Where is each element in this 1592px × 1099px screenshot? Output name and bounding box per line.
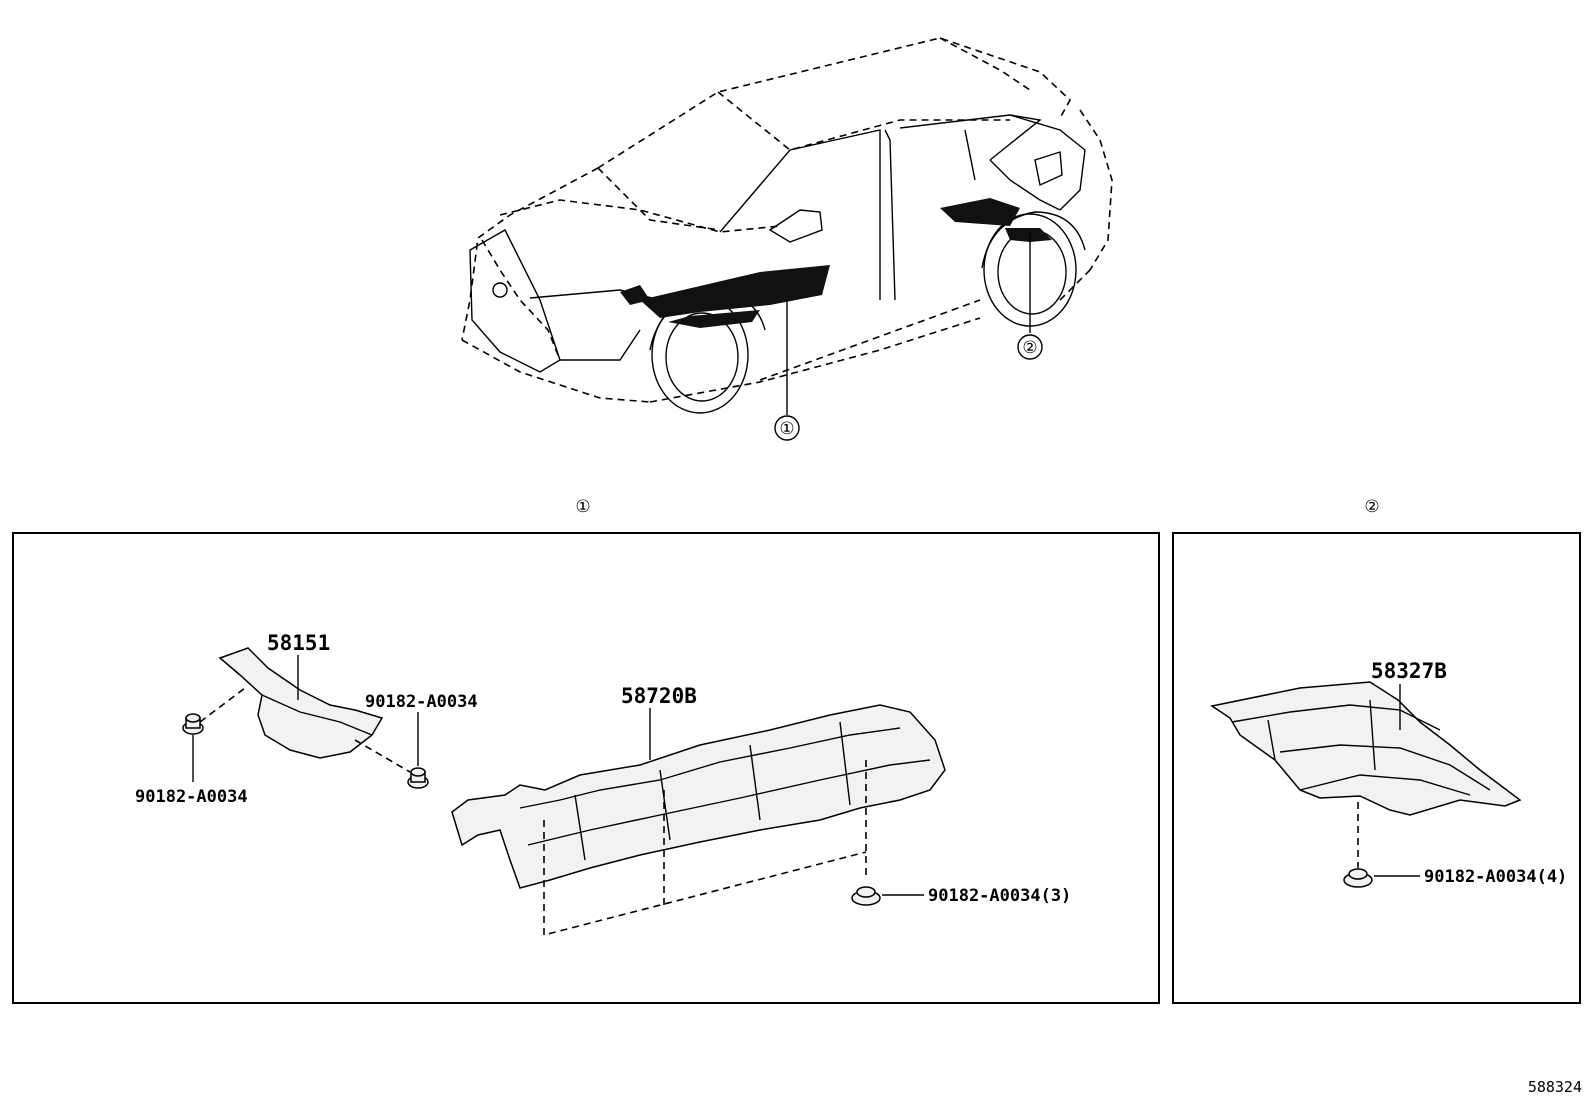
callout-2-label: ② <box>1022 338 1037 358</box>
illustration-id: 588324 <box>1528 1078 1582 1096</box>
vehicle-overview-illustration: ① ② <box>461 37 1113 441</box>
part-label-58720B: 58720B <box>621 684 697 708</box>
panel-1-header: ① <box>575 497 590 517</box>
part-label-clip-left: 90182-A0034 <box>135 787 248 807</box>
panel-2-frame <box>1172 532 1581 1004</box>
panel-1: ① 58151 90182-A0034 90182-A0034 <box>12 497 1160 1004</box>
panel-2-header: ② <box>1364 497 1379 517</box>
callout-2-circle <box>1017 334 1043 360</box>
clip-rear-icon <box>1343 868 1373 888</box>
heat-shield-58327B <box>1210 681 1522 816</box>
clip-bottom-icon <box>851 886 881 906</box>
part-label-clip-right: 90182-A0034 <box>365 692 478 712</box>
clip-left-icon <box>182 713 204 735</box>
panel-2: ② 58327B 90182-A0034(4) <box>1172 497 1581 1004</box>
part-label-58327B: 58327B <box>1371 659 1447 683</box>
heat-shield-58720B <box>451 704 946 889</box>
part-label-58151: 58151 <box>267 631 330 655</box>
panel-1-frame <box>12 532 1160 1004</box>
callout-1-circle <box>774 415 800 441</box>
part-label-clip-bottom: 90182-A0034(3) <box>928 886 1071 906</box>
callout-1-label: ① <box>779 419 794 439</box>
part-label-clip-rear: 90182-A0034(4) <box>1424 867 1567 887</box>
clip-right-icon <box>407 767 429 789</box>
